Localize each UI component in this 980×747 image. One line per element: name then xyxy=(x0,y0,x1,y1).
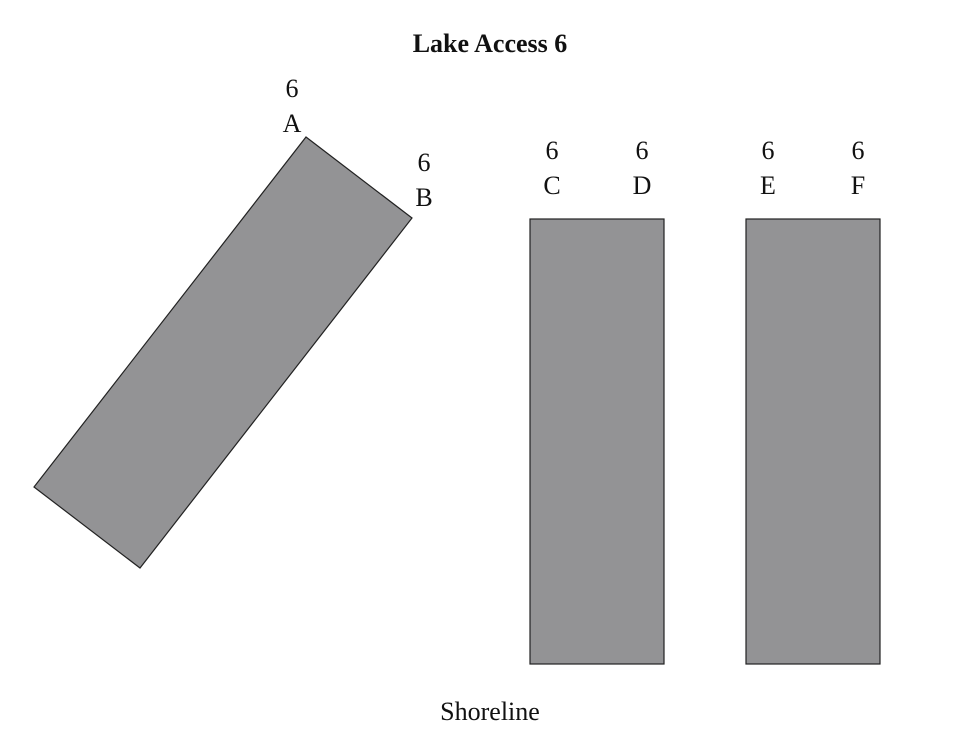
slip-a-letter: A xyxy=(282,109,302,138)
slip-d-number: 6 xyxy=(635,136,649,165)
slip-f-number: 6 xyxy=(851,136,865,165)
slip-b-number: 6 xyxy=(417,148,431,177)
slip-e-letter: E xyxy=(760,171,776,200)
slip-d-letter: D xyxy=(632,171,652,200)
slip-e-number: 6 xyxy=(761,136,775,165)
dock-ab-shape xyxy=(33,136,413,569)
slip-c-number: 6 xyxy=(545,136,559,165)
slip-b-letter: B xyxy=(415,183,433,212)
dock-cd-shape xyxy=(529,218,665,665)
slip-a-number: 6 xyxy=(285,74,299,103)
diagram-title: Lake Access 6 xyxy=(412,29,568,58)
slip-f-letter: F xyxy=(850,171,866,200)
dock-ef-shape xyxy=(745,218,881,665)
shoreline-label: Shoreline xyxy=(440,697,540,726)
slip-c-letter: C xyxy=(543,171,561,200)
